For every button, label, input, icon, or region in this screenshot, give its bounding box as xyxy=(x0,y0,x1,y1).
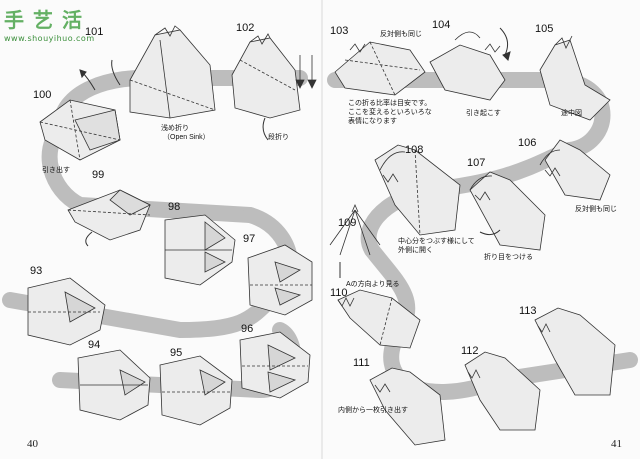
note-raise: 引き起こす xyxy=(466,110,501,117)
diagram-step-104 xyxy=(429,31,506,101)
diagram-step-95 xyxy=(159,355,233,426)
diagram-step-101 xyxy=(129,25,216,119)
step-number-109: 109 xyxy=(338,217,357,229)
diagram-step-112 xyxy=(464,351,541,431)
diagram-step-109 xyxy=(329,203,381,256)
watermark-url: www.shouyihuo.com xyxy=(4,34,95,43)
note-pull-out: 引き出す xyxy=(42,167,70,174)
watermark-title: 手艺活 xyxy=(4,8,91,32)
step-number-102: 102 xyxy=(236,22,255,34)
step-number-113: 113 xyxy=(519,305,537,317)
diagram-step-98 xyxy=(164,214,236,286)
step-number-93: 93 xyxy=(30,265,43,277)
diagram-step-102 xyxy=(231,33,317,119)
note-crease: 折り目をつける xyxy=(484,254,533,261)
note-proportion-1: この折る比率は目安です。 xyxy=(348,100,432,107)
step-number-112: 112 xyxy=(461,345,479,357)
site-watermark: 手艺活 www.shouyihuo.com xyxy=(4,4,95,43)
note-same-other-side-2: 反対側も同じ xyxy=(575,206,617,213)
step-number-96: 96 xyxy=(241,323,254,335)
note-midway: 途中図 xyxy=(561,110,582,117)
note-open-sink-en: （Open Sink） xyxy=(163,134,210,141)
note-crimp-open-1: 中心分をつぶす様にして xyxy=(398,238,475,245)
step-number-108: 108 xyxy=(405,144,424,156)
note-same-other-side: 反対側も同じ xyxy=(380,31,422,38)
note-step-fold: 段折り xyxy=(268,134,289,141)
step-number-99: 99 xyxy=(92,169,105,181)
note-open-sink-jp: 浅め折り xyxy=(161,125,189,132)
step-number-95: 95 xyxy=(170,347,183,359)
step-number-110: 110 xyxy=(330,287,348,299)
step-number-98: 98 xyxy=(168,201,181,213)
step-number-107: 107 xyxy=(467,157,486,169)
step-number-106: 106 xyxy=(518,137,537,149)
diagram-step-107 xyxy=(469,171,546,251)
diagram-step-106 xyxy=(539,139,611,201)
diagram-step-96 xyxy=(239,331,311,399)
diagram-step-94 xyxy=(77,349,151,421)
diagram-step-100 xyxy=(39,99,121,161)
step-number-111: 111 xyxy=(353,357,370,369)
diagram-step-111 xyxy=(369,367,446,446)
note-crimp-open-2: 外側に開く xyxy=(398,247,433,254)
diagram-step-103 xyxy=(334,41,426,96)
note-pull-one-layer: 内側から一枚引き出す xyxy=(338,407,408,414)
step-number-104: 104 xyxy=(432,19,451,31)
fold-arrows-left xyxy=(79,59,269,247)
diagram-step-108 xyxy=(374,144,461,236)
step-number-101: 101 xyxy=(85,26,104,38)
diagram-step-99 xyxy=(67,189,151,241)
page-number-right: 41 xyxy=(611,438,622,450)
diagram-step-105 xyxy=(539,35,611,121)
step-number-100: 100 xyxy=(33,89,52,101)
diagram-step-110 xyxy=(337,289,421,349)
diagram-step-93 xyxy=(27,277,106,346)
step-number-94: 94 xyxy=(88,339,101,351)
note-proportion-2: ここを変えるといろいろな xyxy=(348,109,432,116)
step-number-103: 103 xyxy=(330,25,349,37)
diagram-step-113 xyxy=(534,307,616,396)
page-number-left: 40 xyxy=(27,438,38,450)
note-view-from-a: Aの方向より見る xyxy=(346,281,400,288)
diagram-step-97 xyxy=(247,244,313,316)
step-number-105: 105 xyxy=(535,23,554,35)
fold-arrows-right xyxy=(339,27,511,278)
step-number-97: 97 xyxy=(243,233,256,245)
note-proportion-3: 表情になります xyxy=(348,118,397,125)
